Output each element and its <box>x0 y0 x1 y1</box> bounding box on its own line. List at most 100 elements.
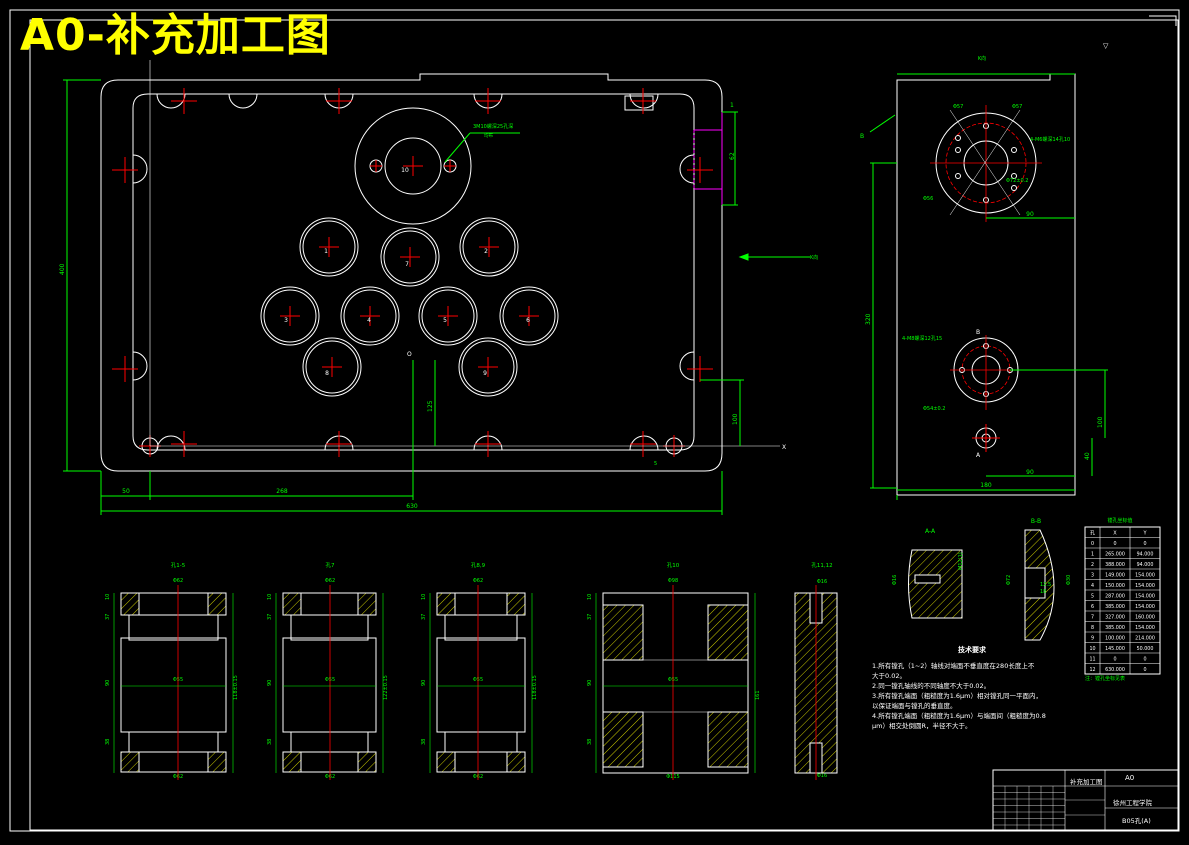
coord-table-cell: 0 <box>1113 657 1116 663</box>
dim-y-100: 100 <box>732 413 739 425</box>
hub-boss-outer <box>354 107 472 225</box>
hole-number-label: 5 <box>443 317 447 324</box>
bearing-bore-inner <box>461 340 515 394</box>
tech-req-line: 大于0.02。 <box>872 672 906 680</box>
side-bottom-pcd-label: Φ54±0.2 <box>923 406 945 412</box>
bore-height-dim: 161 <box>755 690 761 700</box>
hole-number-label: 2 <box>484 248 488 255</box>
bore-10 <box>384 137 442 195</box>
bore-body <box>602 592 749 774</box>
side-dim: Φ57 <box>953 104 963 110</box>
title-block-frame <box>992 769 1179 831</box>
bearing-bore-outer <box>260 286 320 346</box>
coord-table-cell: 154.000 <box>1135 625 1155 631</box>
dim-y-125: 125 <box>427 400 434 412</box>
bore-body <box>282 637 377 733</box>
section-b-label-2: B <box>976 329 980 336</box>
coord-table-header: 孔 <box>1090 530 1095 537</box>
bearing-bore-outer <box>459 217 519 277</box>
bearing-bore-inner <box>263 289 317 343</box>
bearing-bore-outer <box>380 227 440 287</box>
bore-detail-label: 孔7 <box>326 561 336 569</box>
bore-detail-dbot: Φ16 <box>817 773 827 779</box>
dim-width: 630 <box>406 503 418 510</box>
coord-table-cell: 160.000 <box>1135 615 1155 621</box>
coord-table-cell: 6 <box>1091 604 1094 610</box>
side-top-pcd-label: Φ72±0.2 <box>1006 178 1028 184</box>
coord-table-cell: 50.000 <box>1137 646 1154 652</box>
dim-x-offset: 268 <box>276 488 288 495</box>
bore-left-dim: 90 <box>267 680 273 686</box>
coord-table-cell: 154.000 <box>1135 604 1155 610</box>
side-dim-top-90: 90 <box>1026 211 1034 218</box>
coord-table-cell: 10 <box>1089 646 1095 652</box>
bore-hatch <box>436 592 456 616</box>
bearing-bore-outer <box>299 217 359 277</box>
section-aa-hole <box>914 574 941 584</box>
roughness-symbol: ▽ <box>1103 42 1109 50</box>
dim-left-offset: 50 <box>122 488 130 495</box>
side-dim-width: 180 <box>980 482 992 489</box>
bore-left-dim: 38 <box>587 739 593 745</box>
coord-table-cell: 630.000 <box>1105 667 1125 673</box>
coord-table-cell: 5 <box>1091 594 1094 600</box>
bore-detail-dtop: Φ62 <box>473 578 483 584</box>
bore-hatch <box>120 751 140 773</box>
axis-origin-label: O <box>407 351 412 358</box>
flange-notch <box>156 435 186 451</box>
bore-detail-dtop: Φ98 <box>668 578 678 584</box>
side-view-label: K向 <box>978 55 986 62</box>
bore-left-dim: 38 <box>105 739 111 745</box>
coord-table-cell: 154.000 <box>1135 573 1155 579</box>
coord-table-cell: 385.000 <box>1105 604 1125 610</box>
dim-height: 400 <box>59 263 66 275</box>
bore-seat <box>290 731 369 753</box>
bore-hatch <box>282 751 302 773</box>
bore-seat <box>444 614 518 641</box>
title-block-part: B05孔(A) <box>1122 817 1151 825</box>
section-arrow <box>869 114 896 133</box>
side-top-bolt-hole <box>1011 173 1017 179</box>
bore-seat <box>444 731 518 753</box>
sheet-border <box>9 9 1180 832</box>
coord-table-cell: 11 <box>1089 657 1095 663</box>
bore-detail-label: 孔11,12 <box>811 561 832 569</box>
section-aa-dim: M12(1) <box>958 552 964 570</box>
bore-left-dim: 10 <box>267 594 273 600</box>
coord-table-title: 镗孔坐标值 <box>1107 517 1132 524</box>
flange-notch-left <box>132 351 148 381</box>
section-aa-dim: Φ16 <box>892 575 898 585</box>
bore-hatch <box>707 604 749 661</box>
flange-notch <box>228 93 258 109</box>
section-b-label: B <box>860 133 864 140</box>
hole-number-label: 1 <box>324 248 328 255</box>
flange-notch <box>629 435 659 451</box>
hole-number-label: 6 <box>526 317 530 324</box>
hole-number-label: 8 <box>325 370 329 377</box>
bore-hatch <box>357 751 377 773</box>
bore-hatch <box>707 711 749 768</box>
flange-notch-left <box>132 154 148 184</box>
bore-hatch <box>506 592 526 616</box>
drawing-title: A0-补充加工图 <box>20 10 331 61</box>
coord-table-cell: 214.000 <box>1135 636 1155 642</box>
side-top-bolt-hole <box>955 147 961 153</box>
bore-left-dim: 37 <box>421 614 427 620</box>
side-top-bolt-hole <box>1011 185 1017 191</box>
bore-left-dim: 90 <box>587 680 593 686</box>
dim-right-62: 62 <box>729 152 736 160</box>
bore-seat <box>128 614 219 641</box>
coord-table-cell: 145.000 <box>1105 646 1125 652</box>
flange-notch <box>629 93 659 109</box>
coord-table-cell: 388.000 <box>1105 562 1125 568</box>
coord-table-cell: 150.000 <box>1105 583 1125 589</box>
view-arrow-label: K向 <box>810 254 818 261</box>
bore-left-dim: 38 <box>421 739 427 745</box>
bore-body <box>120 637 227 733</box>
coord-table-cell: 154.000 <box>1135 583 1155 589</box>
radial-line <box>949 109 1021 216</box>
coord-table-cell: 8 <box>1091 625 1094 631</box>
hub-callout-note: 均布 <box>484 132 493 139</box>
